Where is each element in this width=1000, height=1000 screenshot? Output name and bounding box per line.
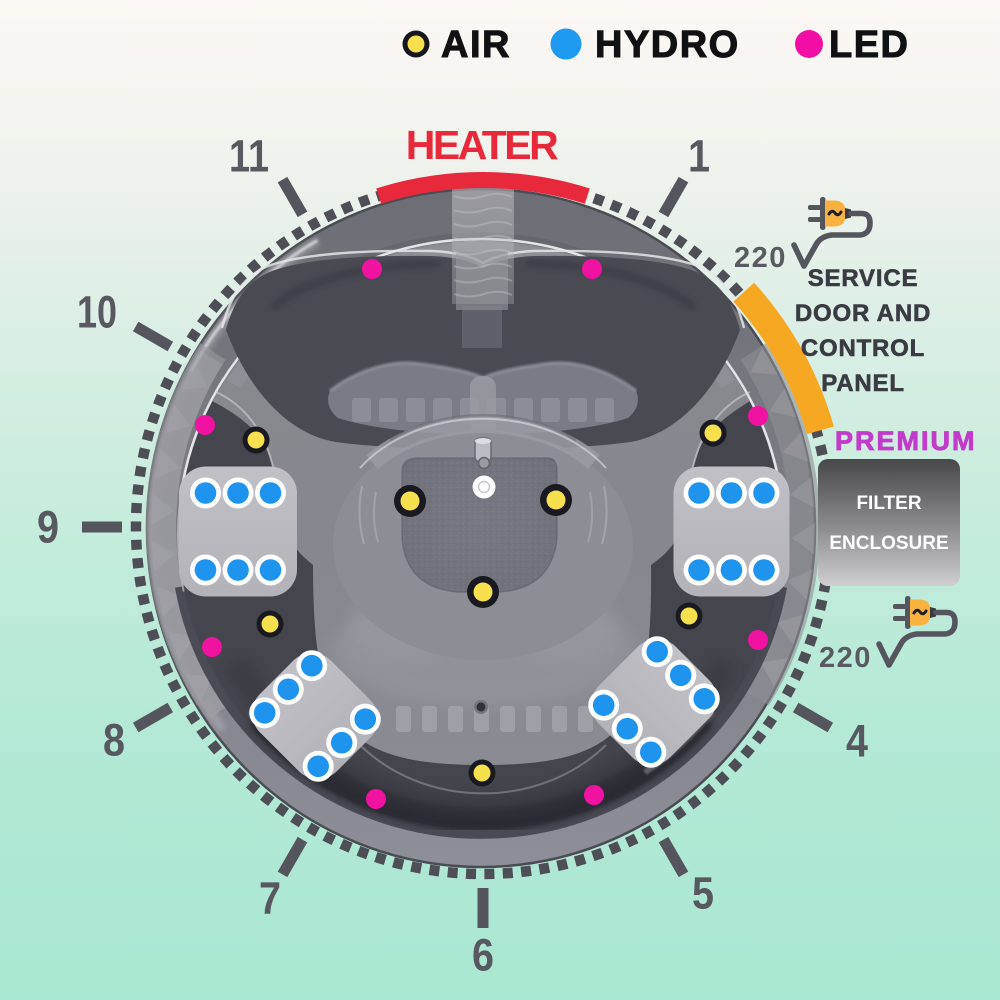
svg-text:HYDRO: HYDRO bbox=[595, 24, 740, 66]
svg-text:FILTER: FILTER bbox=[856, 493, 921, 514]
svg-text:PANEL: PANEL bbox=[821, 370, 905, 397]
svg-text:220: 220 bbox=[734, 242, 787, 274]
svg-text:6: 6 bbox=[472, 930, 494, 981]
svg-text:PREMIUM: PREMIUM bbox=[835, 426, 977, 456]
svg-text:11: 11 bbox=[229, 131, 269, 182]
svg-text:AIR: AIR bbox=[441, 24, 511, 66]
svg-text:8: 8 bbox=[103, 715, 125, 766]
svg-text:10: 10 bbox=[77, 287, 117, 338]
svg-text:1: 1 bbox=[688, 131, 710, 182]
svg-text:HEATER: HEATER bbox=[406, 122, 558, 168]
svg-text:SERVICE: SERVICE bbox=[808, 265, 919, 292]
svg-text:220: 220 bbox=[819, 642, 872, 674]
svg-text:DOOR AND: DOOR AND bbox=[795, 300, 931, 327]
svg-text:9: 9 bbox=[37, 502, 59, 553]
svg-text:LED: LED bbox=[829, 24, 910, 66]
svg-text:7: 7 bbox=[259, 873, 281, 924]
svg-text:4: 4 bbox=[846, 716, 868, 767]
svg-text:CONTROL: CONTROL bbox=[801, 335, 925, 362]
svg-text:5: 5 bbox=[692, 868, 714, 919]
svg-text:ENCLOSURE: ENCLOSURE bbox=[829, 533, 948, 554]
